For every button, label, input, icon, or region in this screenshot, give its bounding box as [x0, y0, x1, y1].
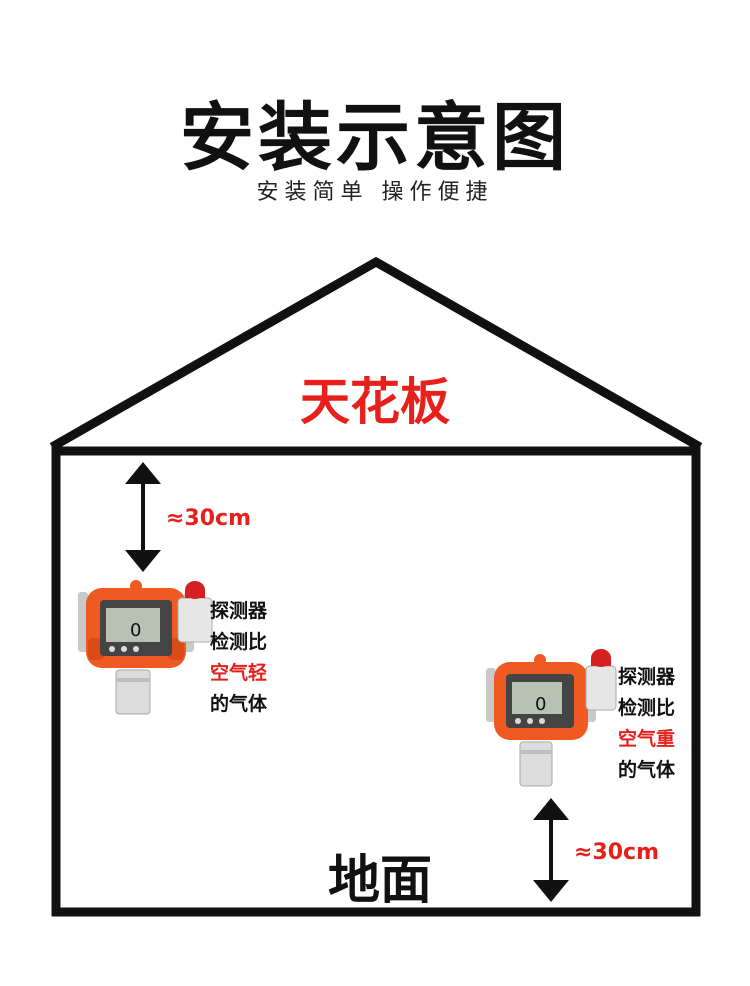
page-subtitle: 安装简单 操作便捷 — [256, 180, 494, 205]
right-detector-note: 探测器 检测比 空气重 的气体 — [618, 662, 675, 786]
display-value: 0 — [130, 620, 141, 641]
double-arrow-icon — [125, 462, 161, 572]
ceiling-label: 天花板 — [300, 373, 450, 431]
note-line: 的气体 — [210, 693, 268, 715]
bottom-distance-label: ≈30cm — [574, 840, 660, 865]
left-detector-note: 探测器 检测比 空气轻 的气体 — [210, 596, 267, 720]
display-value: 0 — [535, 694, 546, 715]
top-distance-label: ≈30cm — [166, 506, 252, 531]
double-arrow-icon — [533, 798, 569, 902]
room-walls — [51, 446, 701, 917]
floor-label: 地面 — [327, 851, 432, 911]
note-line: 检测比 — [210, 631, 268, 653]
note-line: 探测器 — [210, 600, 268, 622]
note-line-highlight: 空气重 — [618, 728, 676, 750]
note-line: 检测比 — [618, 697, 676, 719]
note-line: 的气体 — [618, 759, 676, 781]
gas-detector-icon — [78, 580, 213, 715]
roof-line — [49, 256, 703, 451]
page-title: 安装示意图 — [180, 95, 570, 181]
note-line: 探测器 — [618, 666, 676, 688]
gas-detector-icon — [486, 649, 617, 787]
note-line-highlight: 空气轻 — [210, 662, 268, 684]
